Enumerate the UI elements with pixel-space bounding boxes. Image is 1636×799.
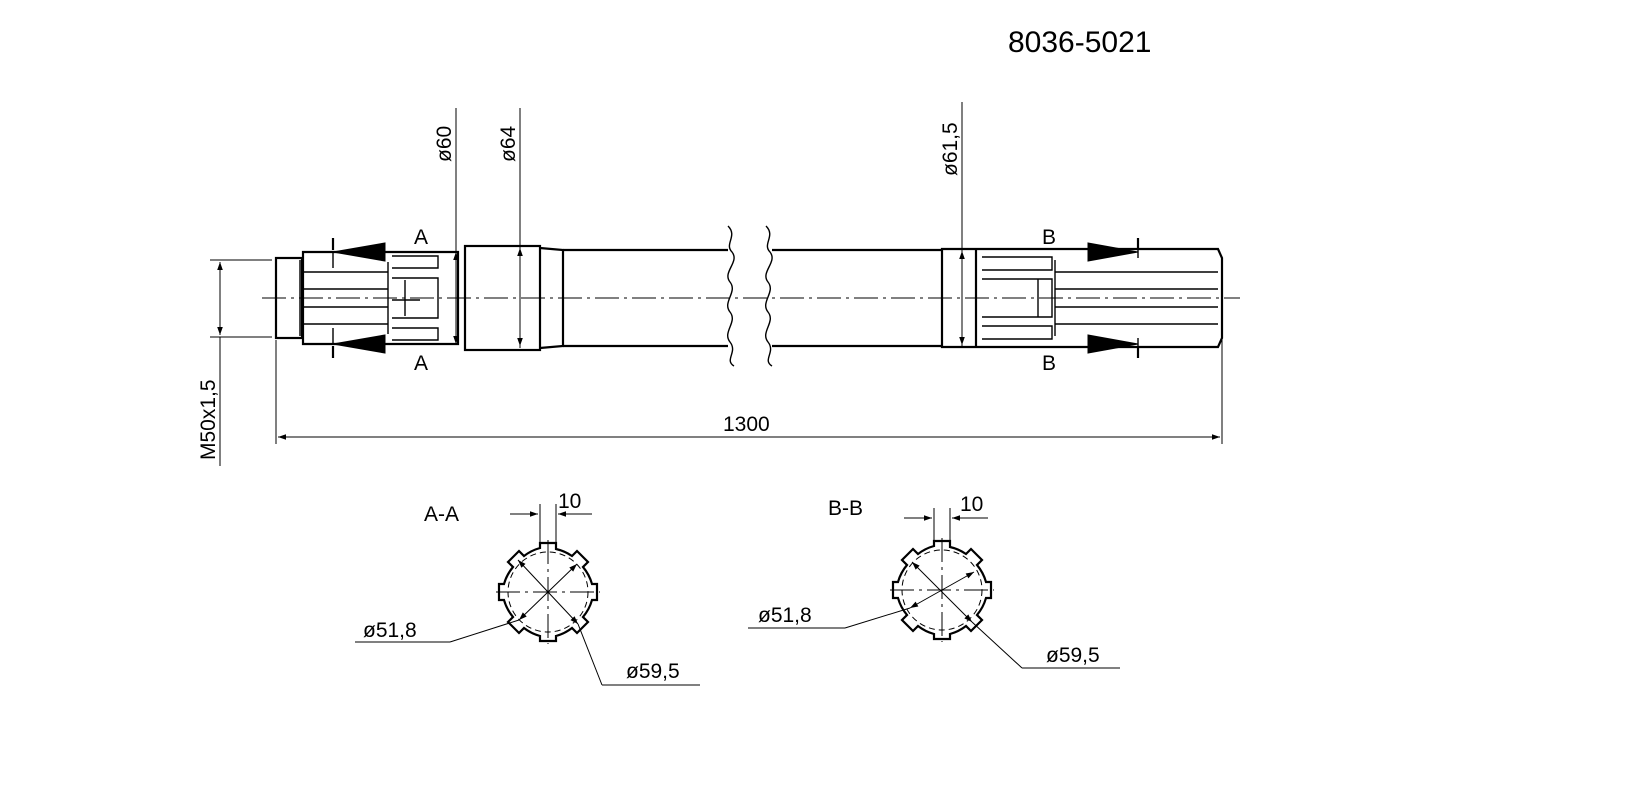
dim-thread-label: M50x1,5 (197, 379, 220, 460)
dim-overall-length-label: 1300 (723, 413, 770, 436)
part-number: 8036-5021 (1008, 26, 1151, 59)
section-a-a-title: A-A (424, 503, 459, 526)
section-mark-b-bottom: B (1042, 352, 1056, 375)
dimension-overall-length: 1300 (275, 340, 1223, 444)
dimension-d64: ø64 (497, 108, 523, 348)
section-mark-b-top: B (1042, 226, 1056, 249)
right-spline-section (940, 247, 1224, 349)
section-b-b-title: B-B (828, 497, 863, 520)
section-b-outer-diameter-label: ø59,5 (1046, 644, 1100, 667)
dim-d61-5-label: ø61,5 (939, 122, 962, 176)
section-b-b: B-B 10 ø51,8 ø59,5 (748, 493, 1120, 669)
section-a-outer-diameter-label: ø59,5 (626, 660, 680, 683)
break-line-right (765, 225, 773, 367)
dimension-d60: ø60 (433, 108, 459, 344)
section-mark-a-top: A (414, 226, 428, 249)
break-line-left (727, 225, 735, 367)
dim-d60-label: ø60 (433, 126, 456, 162)
collar-d64 (463, 244, 542, 352)
section-b-inner-diameter-label: ø51,8 (758, 604, 812, 627)
section-mark-a-bottom: A (414, 352, 428, 375)
dim-d64-label: ø64 (497, 125, 520, 162)
section-b-profile (891, 539, 993, 641)
section-a-a: A-A 10 ø51,8 ø59,5 (355, 490, 700, 686)
dimension-thread: M50x1,5 (197, 259, 272, 466)
section-b-width-label: 10 (960, 493, 983, 516)
section-a-inner-diameter-label: ø51,8 (363, 619, 417, 642)
shaft-side-view: A A B B (262, 225, 1240, 375)
section-a-profile (497, 541, 599, 643)
section-a-width-label: 10 (558, 490, 581, 513)
left-spline-section (301, 250, 460, 346)
dimension-d61-5: ø61,5 (939, 102, 965, 347)
